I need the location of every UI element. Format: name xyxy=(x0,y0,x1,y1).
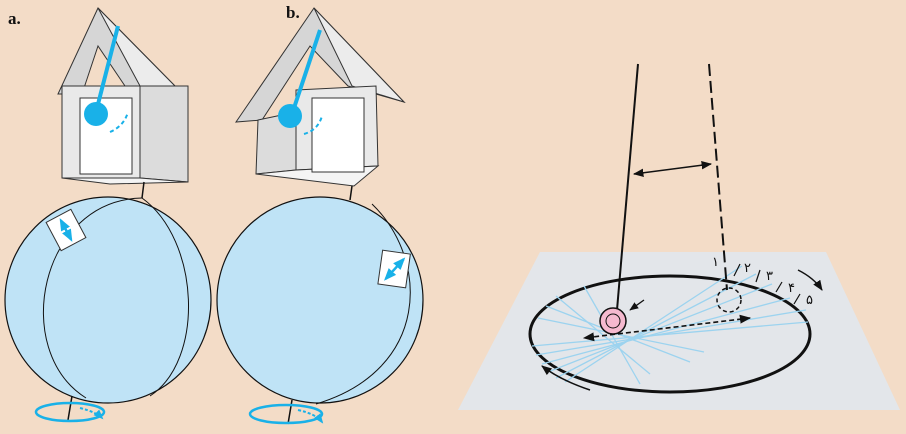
displaced-bob xyxy=(716,287,742,313)
house-b xyxy=(234,7,406,201)
panel-b: b. xyxy=(216,3,424,425)
pendulum-plane-diagram: ١ ٢ ٣ ۴ ۵ xyxy=(458,63,900,410)
globe-a xyxy=(4,196,212,423)
rotation-arrow-top xyxy=(797,269,823,291)
displaced-string xyxy=(708,63,728,291)
swing-number-1: ١ xyxy=(712,255,719,270)
swing-number-5: ۵ xyxy=(806,293,813,308)
deflection-arrow xyxy=(632,161,713,177)
swing-number-2: ٢ xyxy=(744,261,751,276)
globe-b xyxy=(216,196,424,425)
house-a xyxy=(57,7,189,199)
panel-a: a. xyxy=(4,7,212,423)
pendulum-bob xyxy=(599,307,627,335)
panel-a-label: a. xyxy=(8,9,21,28)
swing-number-4: ۴ xyxy=(788,281,795,296)
pendulum-string xyxy=(616,63,639,311)
swing-number-3: ٣ xyxy=(766,269,773,284)
swing-arrow xyxy=(582,314,752,342)
swing-ellipse xyxy=(528,274,812,394)
panel-b-label: b. xyxy=(286,3,300,22)
rotation-arrow-bottom xyxy=(541,365,591,391)
